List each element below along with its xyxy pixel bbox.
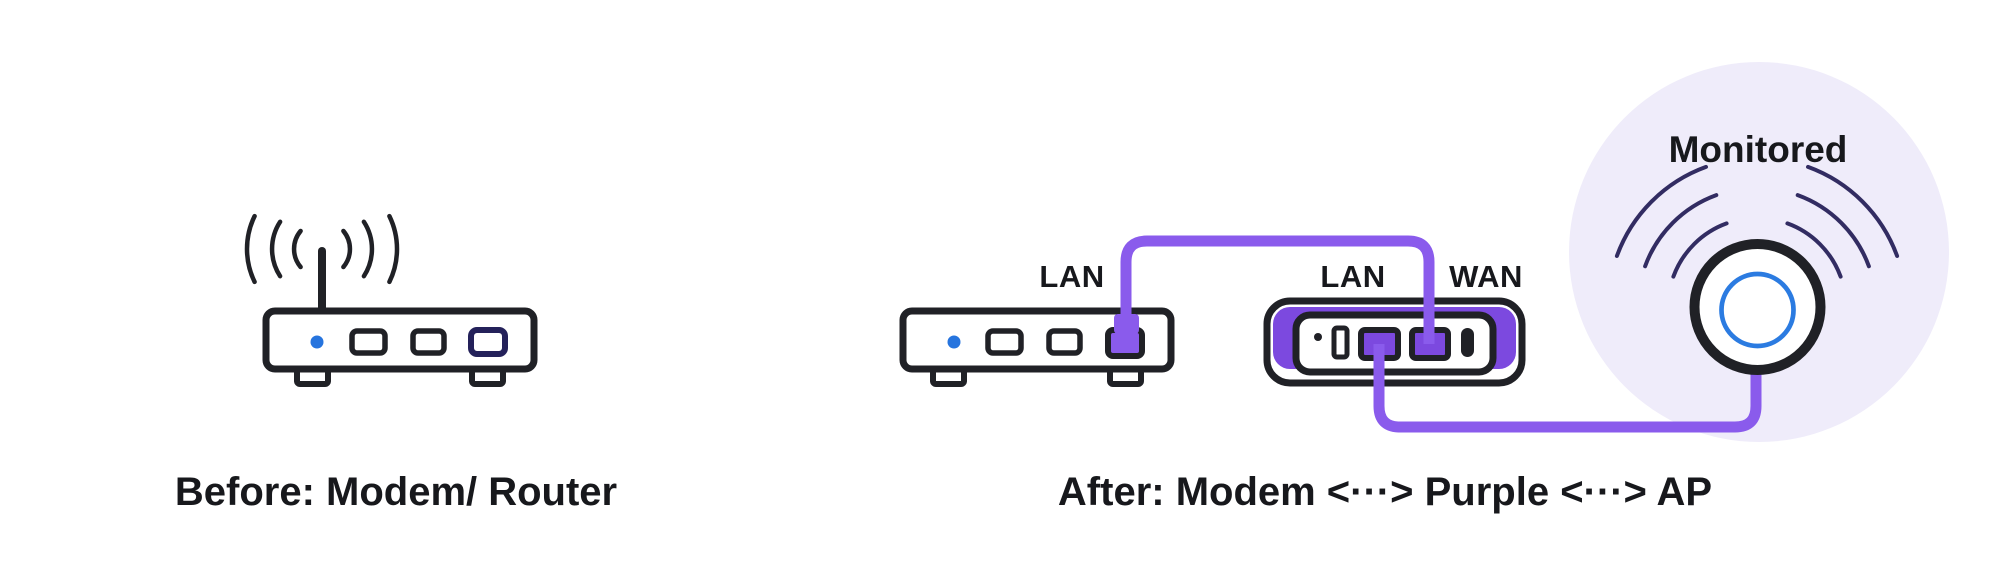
wifi-wave-right-3 <box>387 213 400 285</box>
after-caption: After: Modem <···> Purple <···> AP <box>1058 470 1712 514</box>
before-caption: Before: Modem/ Router <box>175 470 617 514</box>
wifi-wave-left-1 <box>291 228 303 270</box>
ethernet-port-3 <box>468 327 508 357</box>
power-led <box>947 335 961 349</box>
status-dot <box>1314 333 1322 341</box>
cable-purple-to-ap <box>1373 344 1762 433</box>
purple-lan-label: LAN <box>1320 259 1385 294</box>
reset-slot <box>1331 325 1350 360</box>
ethernet-port-2 <box>410 328 447 356</box>
wifi-wave-right-2 <box>361 219 375 279</box>
power-led <box>310 335 324 349</box>
ap-wave-left-1 <box>1671 221 1729 279</box>
modem-body <box>899 307 1175 373</box>
ap-wifi-waves-icon <box>1614 164 1900 279</box>
modem-body <box>262 307 538 373</box>
power-socket <box>1461 328 1474 357</box>
wifi-wave-left-3 <box>244 213 257 285</box>
modem-lan-label: LAN <box>1039 259 1104 294</box>
ap-wave-right-2 <box>1795 193 1871 269</box>
monitored-zone-label: Monitored <box>1669 129 1848 170</box>
cable-modem-to-purple <box>1120 235 1435 344</box>
ap-led-ring <box>1719 271 1796 349</box>
access-point <box>1614 164 1900 375</box>
ap-wave-left-3 <box>1614 164 1708 258</box>
ethernet-port-1 <box>349 328 388 356</box>
cable-plug <box>1114 314 1139 334</box>
before-modem-router <box>244 213 538 387</box>
ethernet-port-1 <box>985 328 1024 356</box>
ap-body <box>1689 239 1826 375</box>
wifi-wave-right-1 <box>341 228 353 270</box>
wifi-waves-icon <box>244 213 400 285</box>
after-modem <box>899 307 1175 387</box>
ethernet-port-2 <box>1046 328 1083 356</box>
ap-wave-left-2 <box>1643 193 1719 269</box>
ap-wave-right-1 <box>1785 221 1843 279</box>
purple-wan-label: WAN <box>1449 259 1523 294</box>
purple-device <box>1263 297 1526 387</box>
wifi-wave-left-2 <box>269 219 283 279</box>
ap-wave-right-3 <box>1806 164 1900 258</box>
